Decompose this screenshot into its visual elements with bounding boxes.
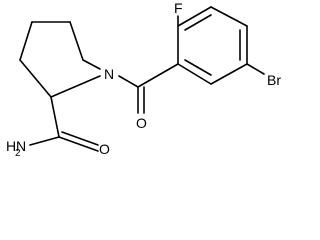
- molecule-svg: F N O Br O H N 2: [6, 0, 281, 157]
- bond-amide-c-o-2: [61, 131, 99, 146]
- bond-ring-c5-n: [82, 59, 101, 70]
- atom-amide-oxygen: O: [99, 141, 110, 157]
- bond-ar3-ar4: [210, 6, 248, 27]
- bond-ar5-ar6: [210, 63, 248, 85]
- bond-amide-c-n: [29, 136, 60, 146]
- bond-ar2-ar3: [177, 6, 212, 27]
- atom-amide-n: N: [16, 138, 26, 154]
- bond-ring-c2-c3: [19, 59, 52, 98]
- bond-ring-c3-c2b: [19, 21, 33, 61]
- bond-ar-br: [246, 63, 265, 75]
- atom-oxygen: O: [136, 115, 147, 131]
- bond-ar6-ar1: [177, 63, 212, 85]
- bond-ar-inner-1: [184, 14, 212, 31]
- bond-ring-n-c2: [50, 75, 101, 98]
- structure-diagram: F N O Br O H N 2: [6, 0, 281, 157]
- atom-nitrogen: N: [104, 66, 114, 82]
- bond-amide-c-o-1: [58, 136, 99, 152]
- bond-n-carbonyl: [118, 75, 139, 88]
- bond-carbonyl-ar1: [137, 63, 179, 88]
- bond-ar-inner-3: [184, 59, 212, 76]
- atom-bromine: Br: [267, 72, 281, 88]
- bond-c2-amide-c: [50, 96, 60, 138]
- bond-ring-c4-c5: [69, 21, 84, 61]
- atom-amide-subscript: 2: [15, 148, 21, 157]
- atom-fluorine: F: [174, 0, 183, 16]
- atom-amide-h: H: [6, 138, 16, 154]
